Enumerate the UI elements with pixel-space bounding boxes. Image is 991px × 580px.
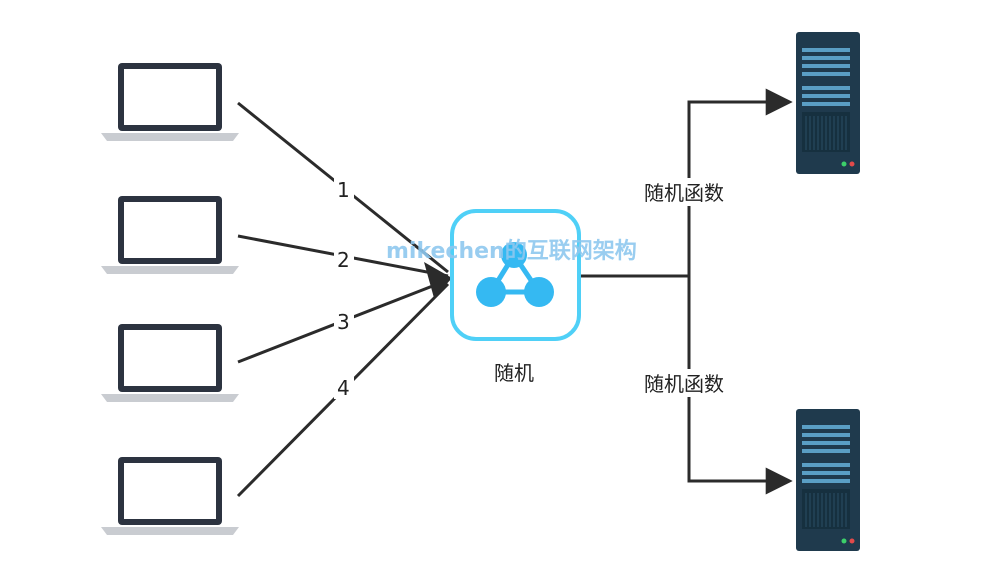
connector-server-bottom [687,276,793,495]
laptop-client-1 [101,63,239,141]
watermark-text: mikechen的互联网架构 [386,238,637,264]
laptop-base [101,527,239,535]
edge-label-4: 4 [337,376,350,400]
laptop-base [101,133,239,141]
client-edge-labels: 1 2 3 4 [334,177,354,400]
balancer-label: 随机 [494,361,534,385]
laptop-client-4 [101,457,239,535]
connector-server-top [687,88,793,276]
balancer-node: 随机 [450,209,581,385]
laptop-base [101,266,239,274]
converge-arrow-head [424,262,452,298]
laptop-base [101,394,239,402]
edge-label-server-top: 随机函数 [644,181,724,205]
client-connectors [236,101,450,498]
balancer-frame [450,209,581,341]
server-bottom [796,409,860,551]
edge-label-2: 2 [337,248,350,272]
edge-label-1: 1 [337,178,350,202]
edge-label-3: 3 [337,310,350,334]
laptop-client-3 [101,324,239,402]
edge-label-server-bottom: 随机函数 [644,372,724,396]
share-network-icon [476,242,554,307]
server-top [796,32,860,174]
laptop-client-2 [101,196,239,274]
server-edge-labels: 随机函数 随机函数 [642,178,738,397]
server-connectors [580,88,793,495]
